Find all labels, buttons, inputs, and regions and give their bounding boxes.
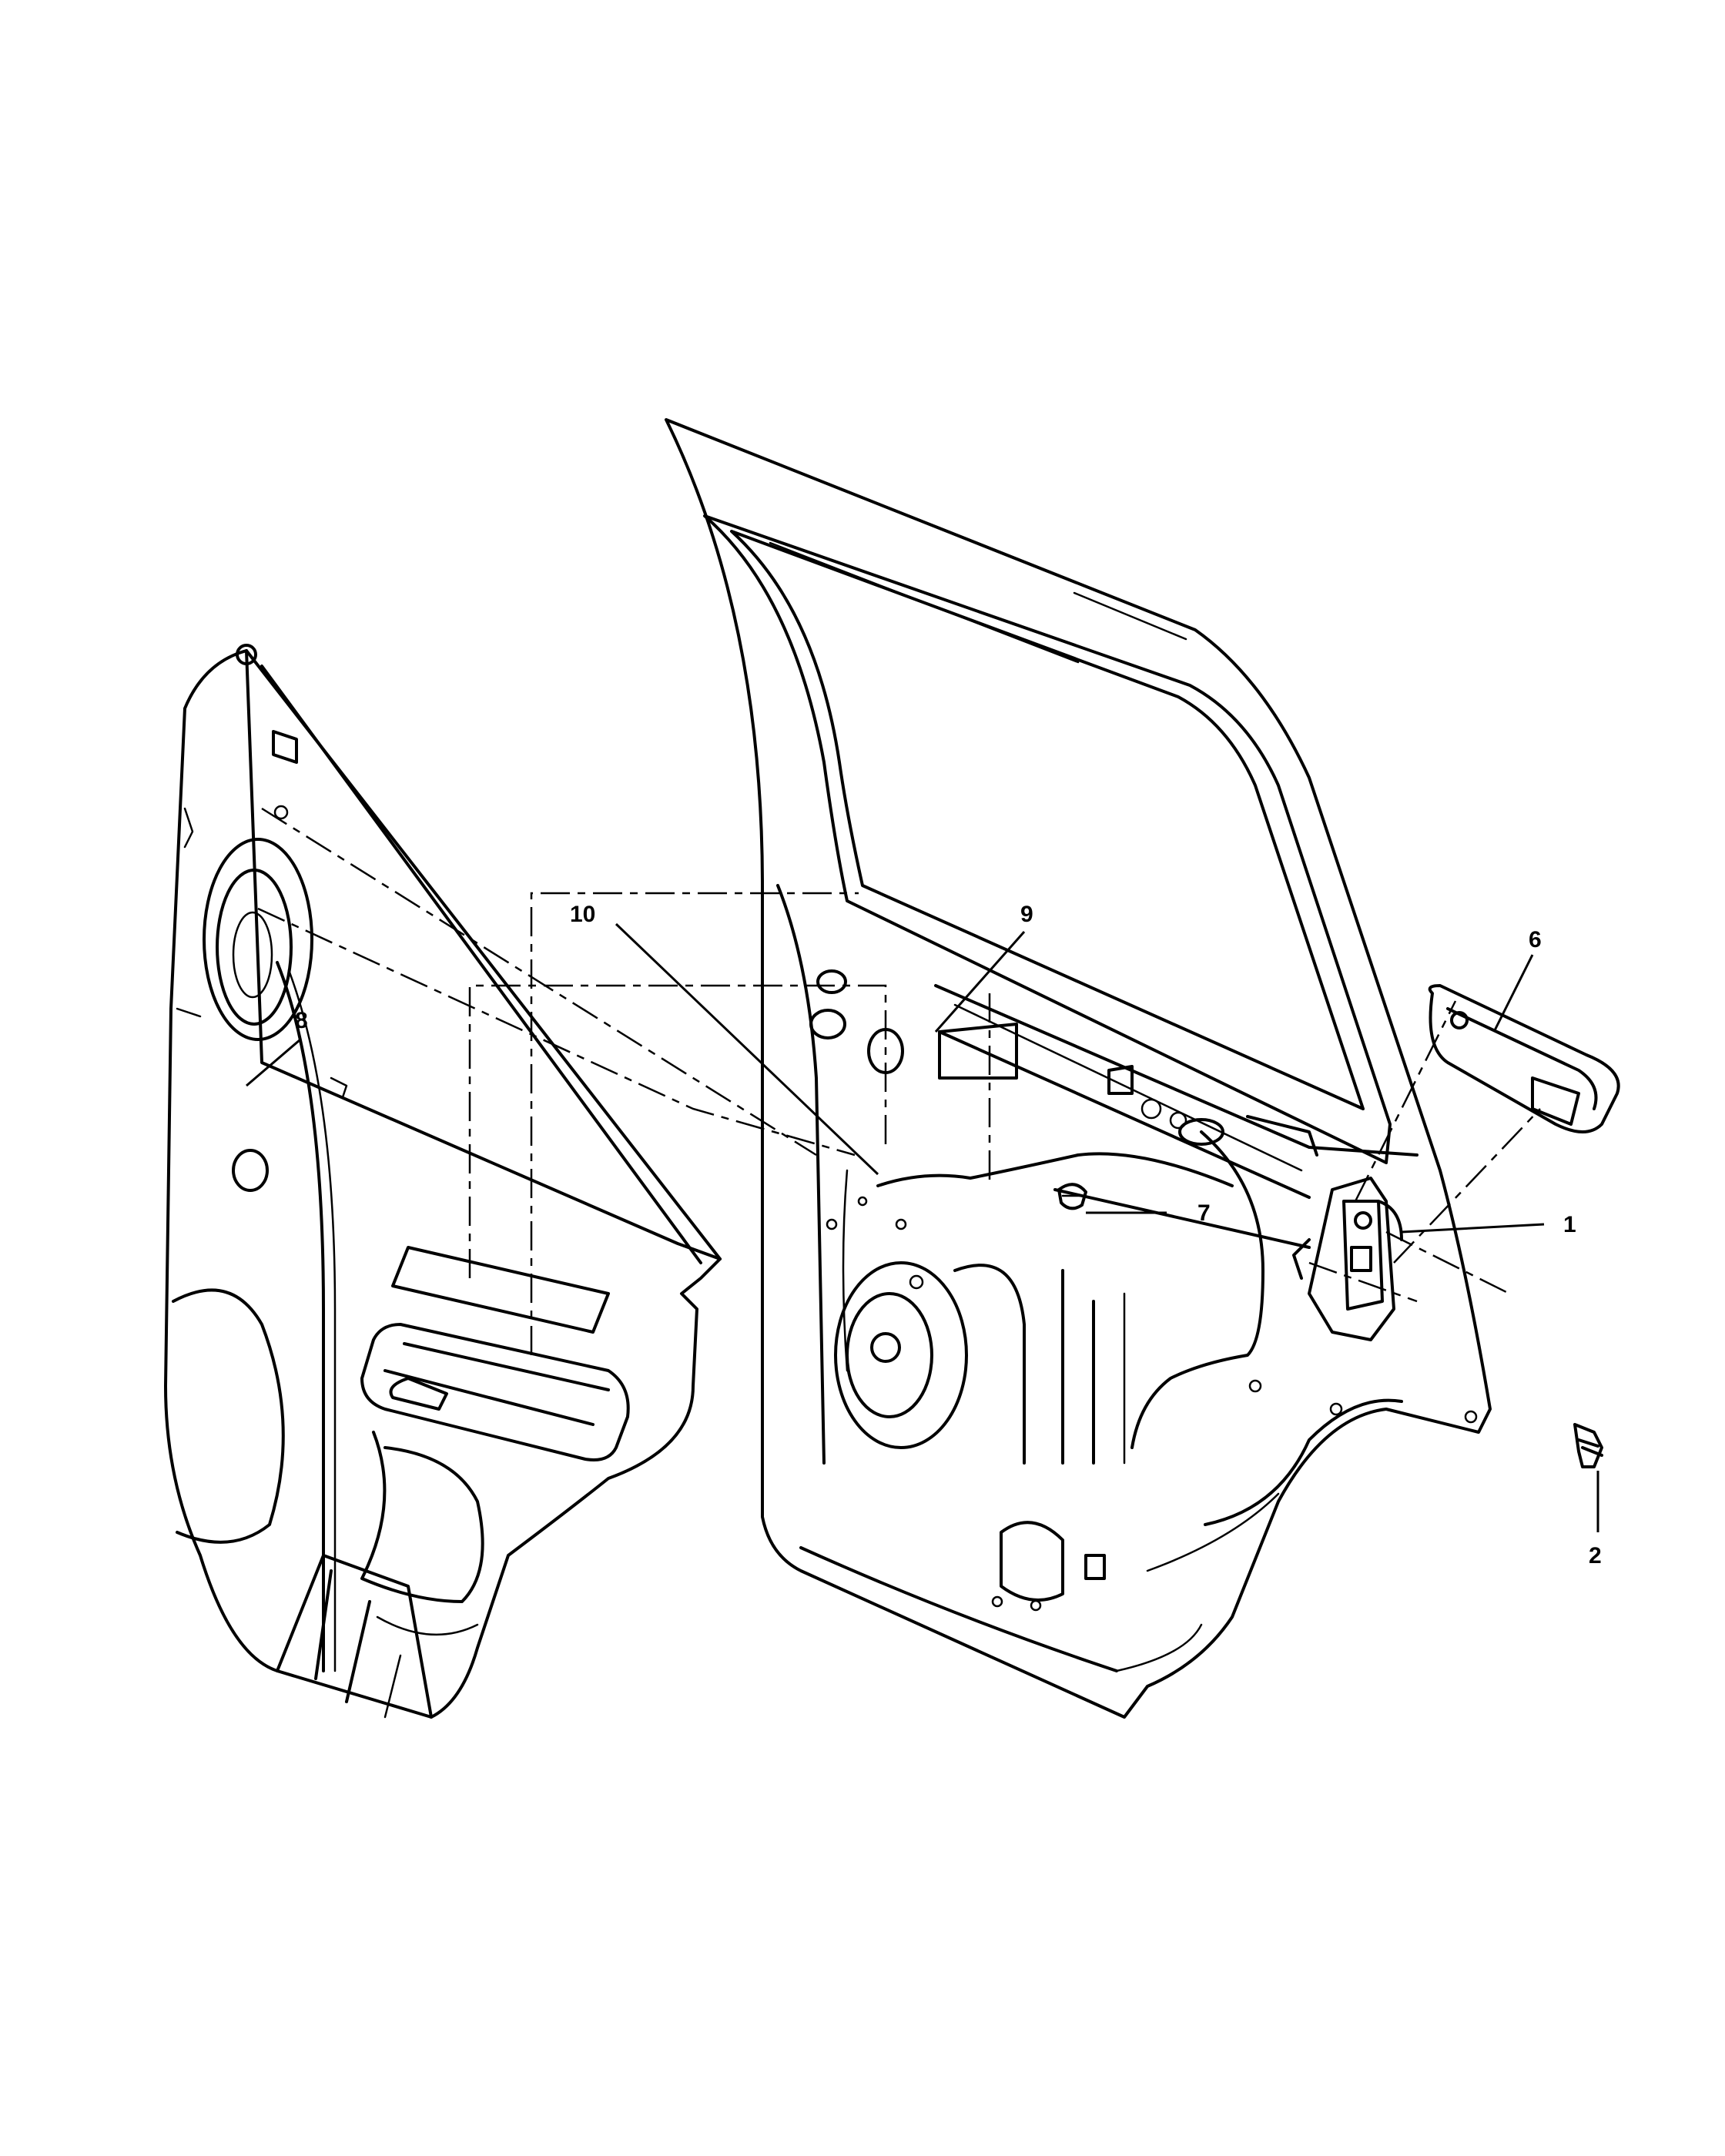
callout-7: 7 xyxy=(1197,1200,1211,1226)
callout-8: 8 xyxy=(295,1008,308,1033)
door-trim-panel xyxy=(164,644,722,1719)
callout-9: 9 xyxy=(1020,902,1033,927)
callout-10: 10 xyxy=(570,902,595,927)
callouts: 1 2 6 7 8 9 10 xyxy=(295,902,1602,1568)
trim-clip xyxy=(1057,1183,1087,1210)
screw xyxy=(1573,1423,1603,1468)
door-shell xyxy=(665,418,1492,1719)
assembly-lines xyxy=(257,807,1541,1355)
callout-2: 2 xyxy=(1589,1543,1602,1568)
inner-door-handle xyxy=(1428,984,1620,1133)
callout-6: 6 xyxy=(1529,927,1542,952)
leader-lines xyxy=(246,922,1599,1532)
callout-1: 1 xyxy=(1563,1212,1576,1237)
door-latch xyxy=(1292,1177,1403,1341)
